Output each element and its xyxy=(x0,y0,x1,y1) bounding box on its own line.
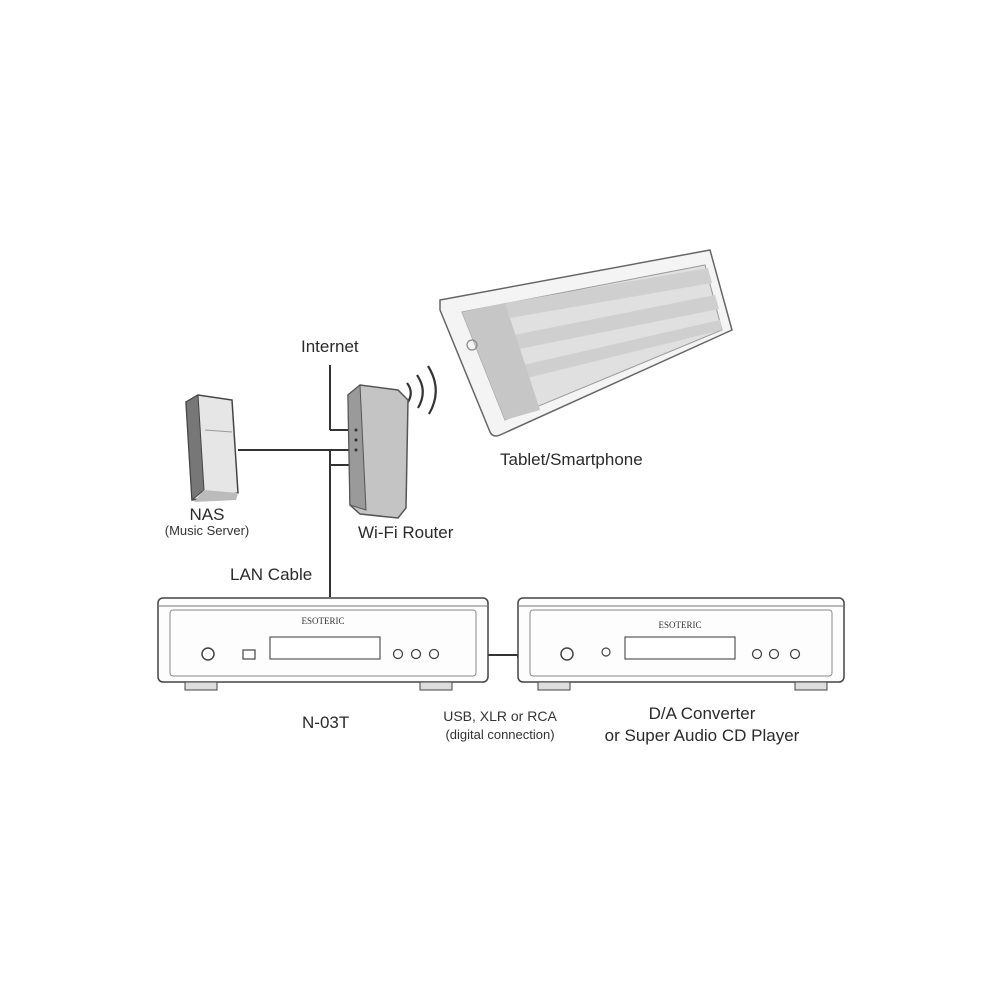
n03t-brand-logo: ESOTERIC xyxy=(301,616,344,626)
nas-sublabel: (Music Server) xyxy=(164,523,250,538)
internet-label: Internet xyxy=(301,337,359,356)
n03t-display xyxy=(269,636,381,660)
tablet-label: Tablet/Smartphone xyxy=(500,450,643,469)
dac-power-button xyxy=(560,647,574,661)
dac-label-line2: or Super Audio CD Player xyxy=(604,726,800,745)
tablet-home-button xyxy=(466,339,478,351)
nas-label: NAS xyxy=(189,505,225,524)
n03t-foot-left xyxy=(184,681,218,691)
connection-label: USB, XLR or RCA xyxy=(443,708,557,724)
digital-connection-line xyxy=(486,654,519,658)
n03t-power-button xyxy=(201,647,215,661)
dac-label-line1: D/A Converter xyxy=(648,704,756,723)
tablet-icon xyxy=(439,249,733,437)
n03t-foot-right xyxy=(419,681,453,691)
wifi-signal-icon xyxy=(406,365,437,415)
dac-brand-logo: ESOTERIC xyxy=(658,620,701,630)
n03t-device: ESOTERIC xyxy=(157,597,489,691)
n03t-label: N-03T xyxy=(302,713,350,732)
router-icon xyxy=(347,383,409,519)
router-label: Wi-Fi Router xyxy=(358,523,454,542)
connection-sublabel: (digital connection) xyxy=(445,727,555,742)
dac-foot-right xyxy=(794,681,828,691)
lan-cable-label: LAN Cable xyxy=(230,565,313,584)
n03t-usb-port xyxy=(242,649,256,660)
dac-display xyxy=(624,636,736,660)
dac-device: ESOTERIC xyxy=(517,597,845,691)
dac-foot-left xyxy=(537,681,571,691)
nas-icon xyxy=(185,394,239,502)
